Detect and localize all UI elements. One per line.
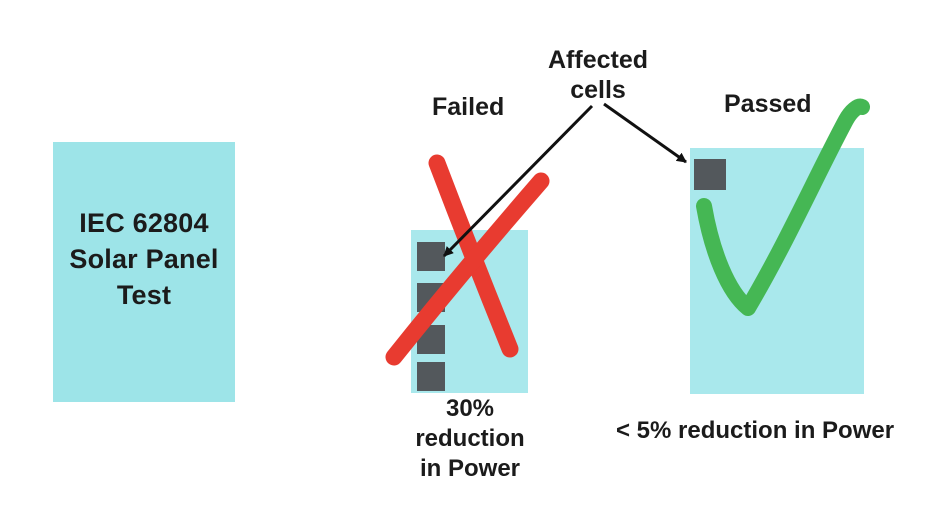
affected-cells-line-1: Affected [547, 46, 648, 74]
failed-label: Failed [432, 93, 505, 121]
failed-caption-line-1: 30% reduction [415, 395, 525, 452]
title-line-3: Test [116, 280, 172, 310]
affected-cell [417, 325, 445, 354]
affected-cell [417, 362, 445, 391]
title-line-1: IEC 62804 [79, 208, 209, 238]
passed-label: Passed [724, 90, 812, 118]
failed-caption: 30% reduction in Power [390, 394, 550, 484]
affected-cell [417, 283, 445, 312]
title-box [53, 142, 235, 402]
title-line-2: Solar Panel [69, 244, 219, 274]
affected-cell [694, 159, 726, 190]
arrow-to-passed-cell-icon [603, 102, 687, 164]
affected-cells-label: Affected cells [538, 45, 658, 105]
affected-cell [417, 242, 445, 271]
title-text: IEC 62804 Solar Panel Test [53, 205, 235, 313]
failed-caption-line-2: in Power [419, 455, 521, 482]
passed-caption: < 5% reduction in Power [616, 417, 895, 444]
affected-cells-line-2: cells [570, 76, 626, 104]
